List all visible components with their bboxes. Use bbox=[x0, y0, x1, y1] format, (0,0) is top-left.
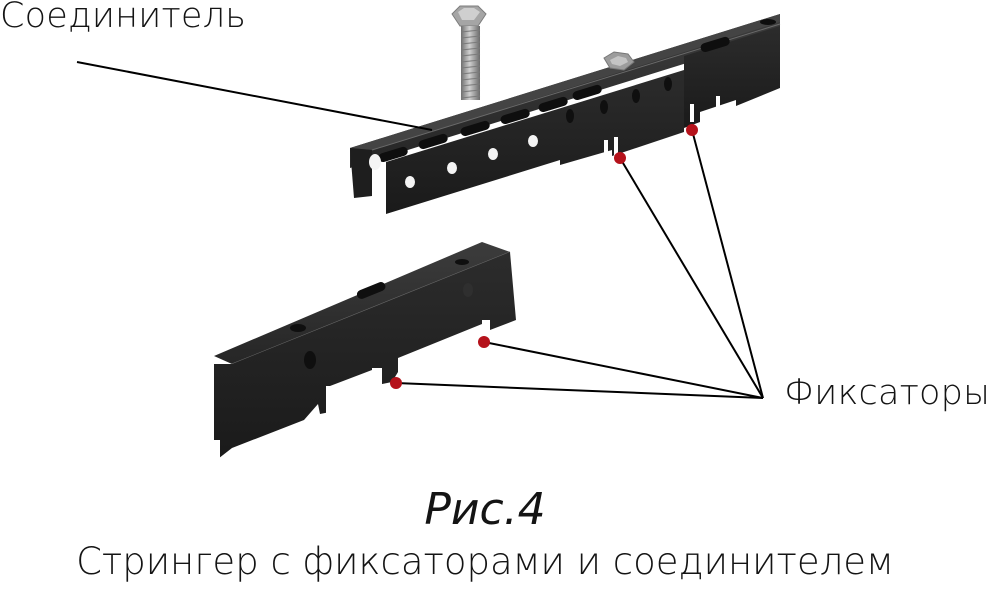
bottom-stringer bbox=[214, 242, 516, 466]
fixer-marker-4 bbox=[390, 377, 402, 389]
leader-lines bbox=[76, 61, 764, 399]
connector-label: Соединитель bbox=[0, 0, 247, 36]
connector-leader bbox=[76, 61, 433, 131]
fixer-leader-2 bbox=[691, 129, 764, 399]
figure-caption: Стрингер с фиксаторами и соединителем bbox=[76, 540, 894, 583]
fixers-label: Фиксаторы bbox=[784, 373, 991, 413]
fixer-markers bbox=[390, 124, 698, 389]
fixer-leader-4 bbox=[395, 382, 764, 399]
fixer-marker-2 bbox=[686, 124, 698, 136]
figure-number: Рис.4 bbox=[424, 484, 546, 535]
fixer-leader-3 bbox=[483, 341, 764, 399]
fixer-marker-3 bbox=[478, 336, 490, 348]
bolt bbox=[451, 5, 487, 100]
top-stringer bbox=[350, 14, 781, 214]
fixer-marker-1 bbox=[614, 152, 626, 164]
fixer-leader-1 bbox=[619, 157, 764, 399]
